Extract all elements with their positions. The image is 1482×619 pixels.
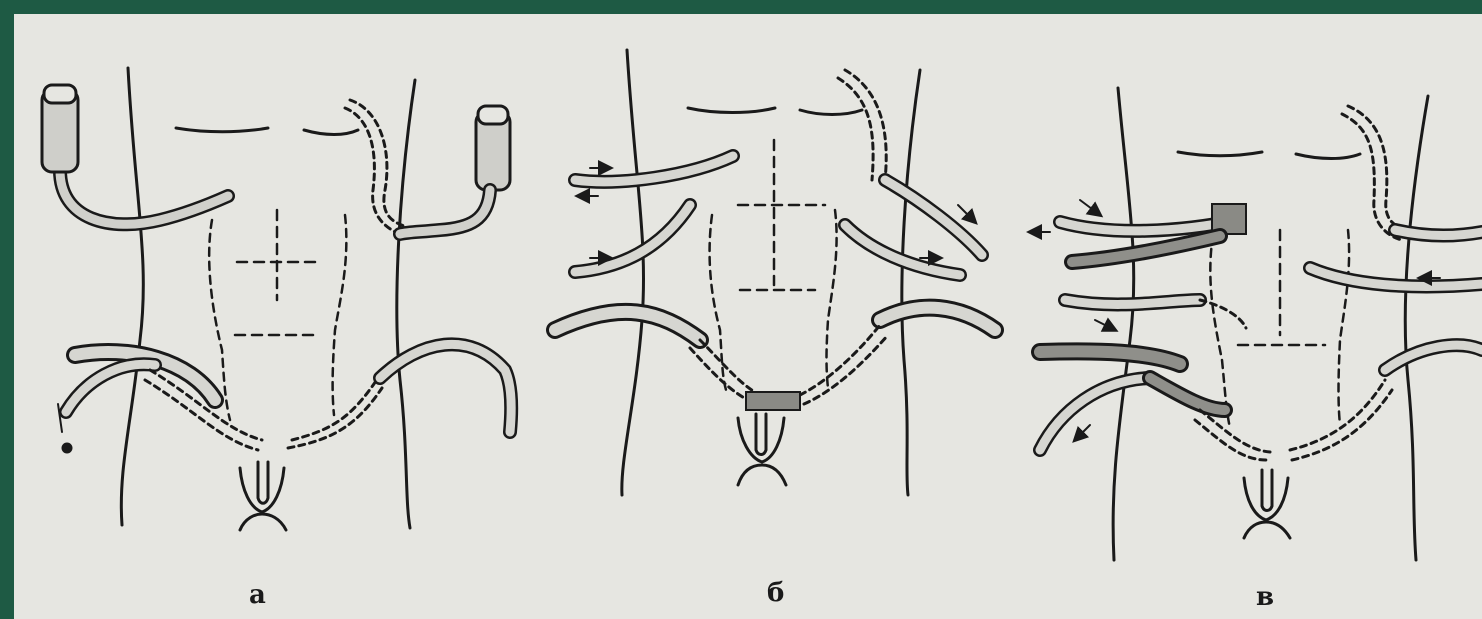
- panel-b-illustration: [555, 50, 995, 495]
- panel-label-a: а: [249, 582, 266, 608]
- panel-a-illustration: [42, 68, 511, 530]
- panel-label-b: б: [767, 580, 784, 606]
- panel-v-illustration: [1030, 88, 1482, 560]
- panel-label-v: в: [1256, 584, 1274, 610]
